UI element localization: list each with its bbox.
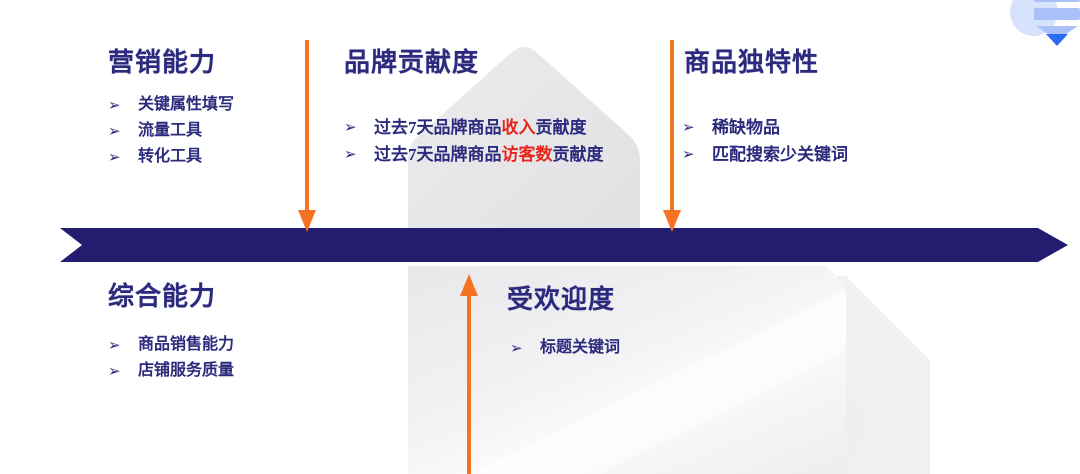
bullet-arrow-icon: ➢ xyxy=(108,95,121,114)
list-item-label: 店铺服务质量 xyxy=(138,361,235,379)
list-item: ➢ 过去7天品牌商品收入贡献度 xyxy=(344,119,604,136)
decor-block-right-wall xyxy=(836,276,930,474)
list-item-label: 过去7天品牌商品收入贡献度 xyxy=(374,119,587,136)
list-item-suffix: 贡献度 xyxy=(552,144,604,164)
list-item-label: 过去7天品牌商品访客数贡献度 xyxy=(374,146,604,163)
connector-arrow-down-2 xyxy=(663,40,681,232)
decor-block-right-facet xyxy=(846,392,930,474)
bullet-arrow-icon: ➢ xyxy=(682,144,695,163)
block-marketing-capability: 营销能力 ➢ 关键属性填写 ➢ 流量工具 ➢ 转化工具 xyxy=(108,48,234,175)
block-popularity: 受欢迎度 ➢ 标题关键词 xyxy=(507,285,620,366)
list-item-label: 转化工具 xyxy=(138,147,203,165)
layered-funnel-icon xyxy=(1010,0,1080,46)
list-item: ➢ 匹配搜索少关键词 xyxy=(682,146,848,163)
bullet-arrow-icon: ➢ xyxy=(682,117,695,136)
block-title-marketing: 营销能力 xyxy=(108,47,217,77)
list-item-label: 稀缺物品 xyxy=(712,117,780,137)
list-item-highlight: 访客数 xyxy=(501,144,553,164)
list-item: ➢ 商品销售能力 xyxy=(108,335,235,354)
list-item: ➢ 过去7天品牌商品访客数贡献度 xyxy=(344,146,604,163)
list-item: ➢ 流量工具 xyxy=(108,121,234,140)
list-item: ➢ 标题关键词 xyxy=(510,338,621,357)
list-item-prefix: 过去7天品牌商品 xyxy=(374,144,502,164)
block-title-brand: 品牌贡献度 xyxy=(344,47,480,77)
bullet-list-uniqueness: ➢ 稀缺物品 ➢ 匹配搜索少关键词 xyxy=(682,119,848,163)
list-item: ➢ 转化工具 xyxy=(108,147,234,166)
bullet-arrow-icon: ➢ xyxy=(108,335,121,354)
list-item-prefix: 过去7天品牌商品 xyxy=(374,117,502,137)
list-item-label: 标题关键词 xyxy=(540,338,621,356)
bullet-list-overall: ➢ 商品销售能力 ➢ 店铺服务质量 xyxy=(108,335,235,380)
list-item-label: 商品销售能力 xyxy=(138,335,235,353)
bullet-list-brand: ➢ 过去7天品牌商品收入贡献度 ➢ 过去7天品牌商品访客数贡献度 xyxy=(344,119,604,163)
list-item-label: 关键属性填写 xyxy=(138,95,235,113)
bullet-arrow-icon: ➢ xyxy=(108,121,121,140)
block-brand-contribution: 品牌贡献度 ➢ 过去7天品牌商品收入贡献度 ➢ 过去7天品牌商品访客数贡献度 xyxy=(344,48,604,173)
block-product-uniqueness: 商品独特性 ➢ 稀缺物品 ➢ 匹配搜索少关键词 xyxy=(682,47,848,173)
bullet-arrow-icon: ➢ xyxy=(344,117,357,136)
horizontal-progress-arrow xyxy=(60,228,1068,262)
list-item: ➢ 关键属性填写 xyxy=(108,95,235,114)
bullet-arrow-icon: ➢ xyxy=(108,361,121,380)
list-item-label: 流量工具 xyxy=(138,121,203,139)
block-title-overall: 综合能力 xyxy=(108,281,217,311)
block-title-popularity: 受欢迎度 xyxy=(507,284,616,314)
list-item: ➢ 店铺服务质量 xyxy=(108,361,235,380)
list-item-highlight: 收入 xyxy=(501,117,536,137)
connector-arrow-up-3 xyxy=(460,274,478,474)
list-item-suffix: 贡献度 xyxy=(535,117,587,137)
block-title-uniqueness: 商品独特性 xyxy=(684,47,820,77)
bullet-list-marketing: ➢ 关键属性填写 ➢ 流量工具 ➢ 转化工具 xyxy=(108,95,235,166)
block-overall-capability: 综合能力 ➢ 商品销售能力 ➢ 店铺服务质量 xyxy=(108,282,234,389)
bullet-arrow-icon: ➢ xyxy=(344,144,357,163)
connector-arrow-down-1 xyxy=(298,40,316,232)
bullet-arrow-icon: ➢ xyxy=(108,147,121,166)
bullet-arrow-icon: ➢ xyxy=(510,338,523,357)
list-item-label: 匹配搜索少关键词 xyxy=(712,144,848,164)
bullet-list-popularity: ➢ 标题关键词 xyxy=(510,338,621,357)
list-item: ➢ 稀缺物品 xyxy=(682,119,848,136)
